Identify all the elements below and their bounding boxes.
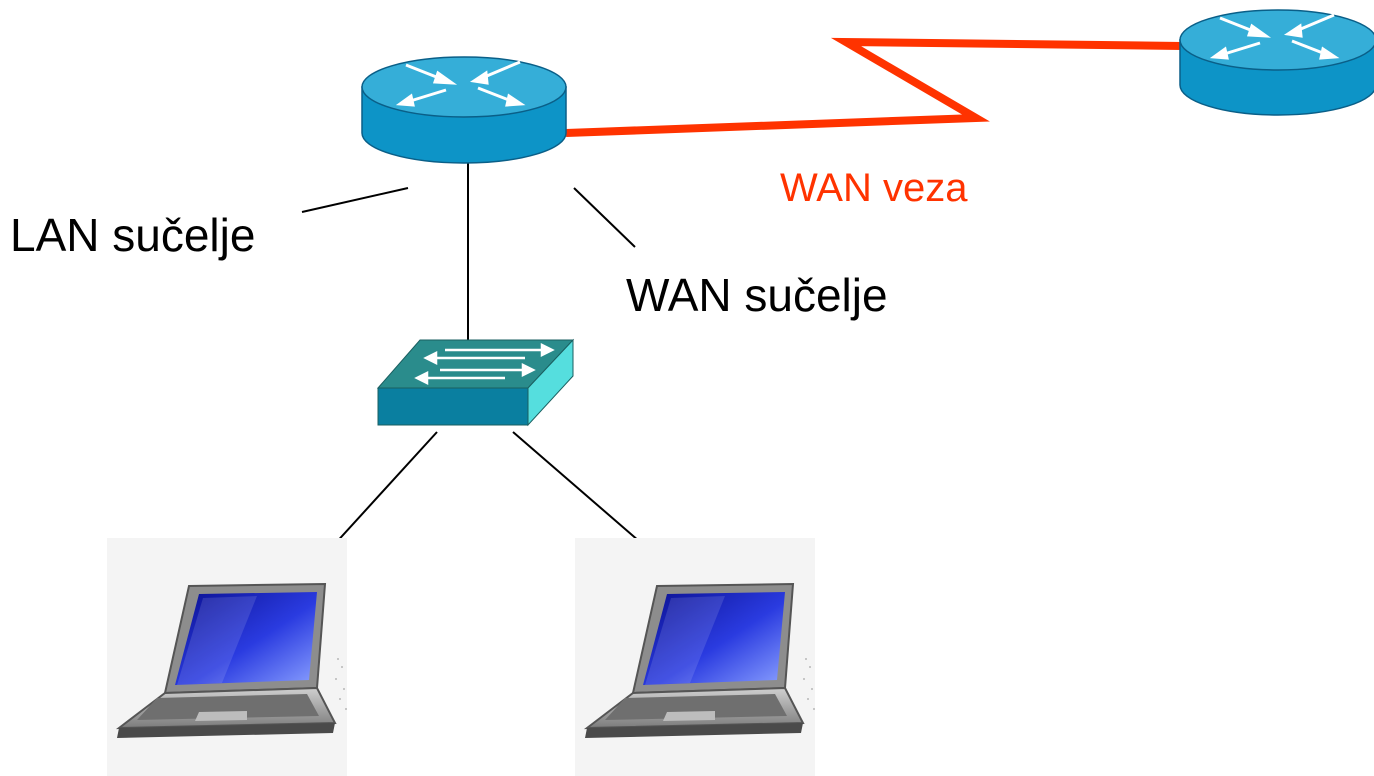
laptop-icon — [107, 538, 348, 776]
switch-icon — [376, 338, 575, 427]
lan-interface-pointer — [301, 187, 409, 213]
wan-link-label: WAN veza — [780, 166, 968, 210]
router-icon — [1179, 9, 1374, 116]
lan-interface-label: LAN sučelje — [10, 209, 256, 261]
wan-link-line — [565, 37, 1183, 137]
wan-interface-pointer — [573, 187, 636, 248]
wan-interface-label: WAN sučelje — [626, 269, 888, 321]
router-icon — [361, 56, 567, 164]
laptop-icon — [575, 538, 816, 776]
